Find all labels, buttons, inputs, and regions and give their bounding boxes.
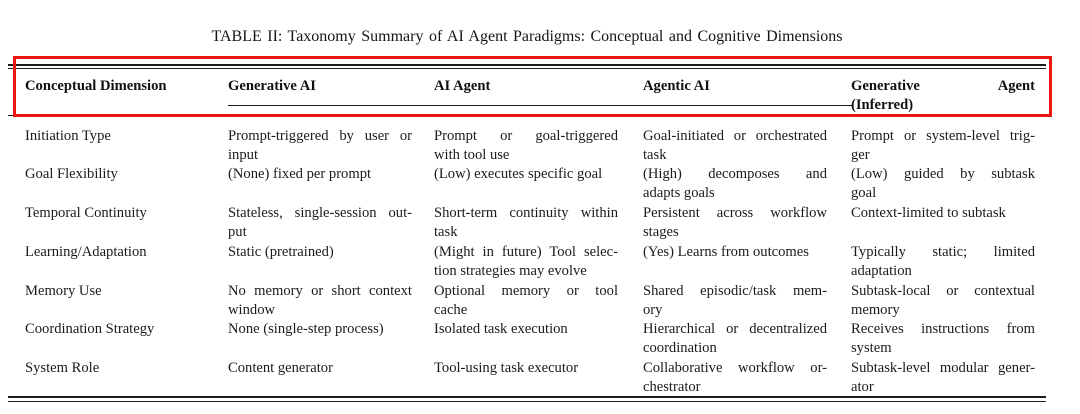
cell-dimension: Goal Flexibility: [25, 166, 118, 183]
table-header-row: Conceptual Dimension Generative AI AI Ag…: [25, 77, 1046, 115]
header-partial-rule: [228, 105, 853, 106]
table-caption: TABLE II: Taxonomy Summary of AI Agent P…: [211, 28, 843, 45]
header-cell-generative-agent-inferred: Generative Agent(Inferred): [851, 78, 1035, 113]
cell-agentic-ai: (Yes) Learns from outcomes: [643, 243, 809, 260]
cell-generative-agent: Context-limited to subtask: [851, 205, 1006, 221]
cell-dimension: Temporal Continuity: [25, 205, 147, 221]
red-highlight-box: [13, 56, 1052, 117]
cell-dimension: Learning/Adaptation: [25, 243, 147, 260]
cell-dimension: System Role: [25, 360, 100, 376]
table-bottom-rule-inner: [8, 401, 1046, 402]
header-cell-agentic-ai: Agentic AI: [643, 78, 710, 94]
cell-ai-agent: (Low) executes specific goal: [434, 166, 603, 183]
cell-generative-agent: Prompt or system-level trig-ger: [851, 127, 1035, 163]
cell-dimension: Memory Use: [25, 282, 102, 299]
table-row: System Role Content generator Tool-using…: [25, 359, 1046, 397]
header-cell-conceptual-dimension: Conceptual Dimension: [25, 78, 167, 94]
cell-ai-agent: Tool-using task executor: [434, 360, 579, 376]
header-cell-generative-ai: Generative AI: [228, 78, 316, 94]
cell-generative-ai: None (single-step process): [228, 321, 384, 338]
cell-generative-ai: Content generator: [228, 360, 333, 376]
header-cell-ai-agent: AI Agent: [434, 78, 491, 94]
cell-generative-ai: (None) fixed per prompt: [228, 166, 372, 183]
table-row: Learning/Adaptation Static (pretrained) …: [25, 243, 1046, 281]
cell-generative-agent: Subtask-level modular gener-ator: [851, 360, 1035, 395]
table-row: Goal Flexibility (None) fixed per prompt…: [25, 165, 1046, 203]
table-row: Temporal Continuity Stateless, single-se…: [25, 204, 1046, 242]
cell-ai-agent: (Might in future) Tool selec-tion strate…: [434, 243, 618, 279]
table-row: Coordination Strategy None (single-step …: [25, 320, 1046, 358]
cell-ai-agent: Isolated task execution: [434, 321, 568, 338]
cell-agentic-ai: Collaborative workflow or-chestrator: [643, 360, 827, 395]
cell-generative-ai: Stateless, single-session out-put: [228, 205, 412, 240]
cell-generative-ai: Static (pretrained): [228, 243, 334, 260]
cell-dimension: Coordination Strategy: [25, 321, 155, 338]
cell-agentic-ai: Shared episodic/task mem-ory: [643, 282, 827, 318]
table-bottom-rule-outer: [8, 396, 1046, 398]
table-top-rule-inner: [8, 68, 1046, 69]
cell-dimension: Initiation Type: [25, 127, 111, 144]
table-row: Initiation Type Prompt-triggered by user…: [25, 127, 1046, 165]
table-top-rule-outer: [8, 64, 1046, 66]
